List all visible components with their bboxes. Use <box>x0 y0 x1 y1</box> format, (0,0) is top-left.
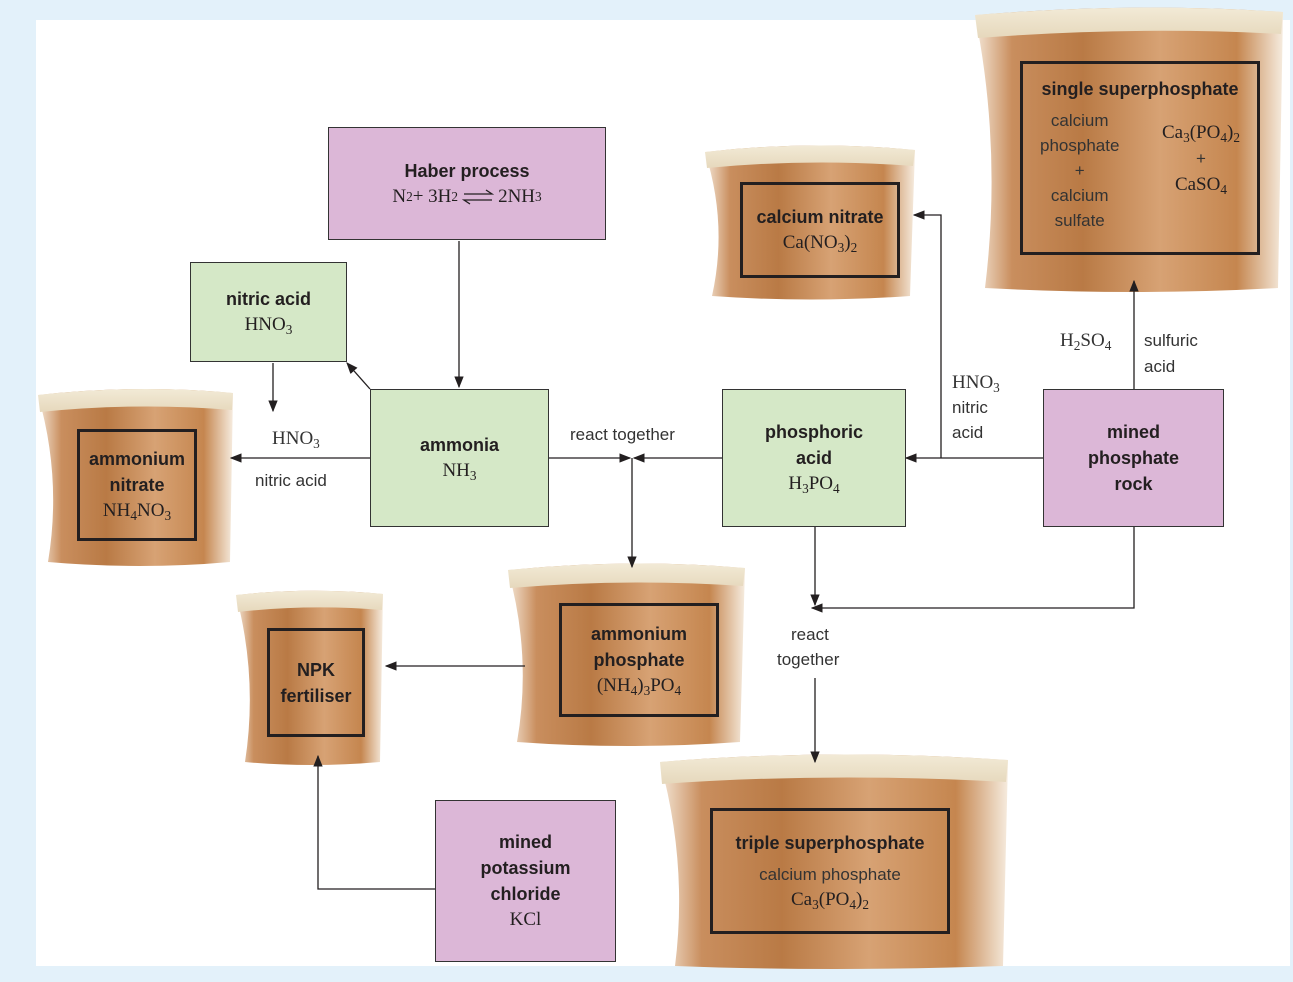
phosphoric-acid-title-1: phosphoric <box>765 422 863 442</box>
single-super-formulas: Ca3(PO4)2 + CaSO4 <box>1161 122 1240 197</box>
single-super-title: single superphosphate <box>1041 79 1239 99</box>
kcl-line-3: chloride <box>490 884 561 904</box>
arrow-rock-to-junction2 <box>810 527 1135 613</box>
bag-single-superphosphate <box>975 7 1283 293</box>
ammonium-nitrate-label: ammonium nitrate NH4NO3 <box>77 429 197 541</box>
calcium-nitrate-label: calcium nitrate Ca(NO3)2 <box>740 182 900 278</box>
calcium-nitrate-title: calcium nitrate <box>756 207 884 227</box>
label-nitric-acid-left: nitric acid <box>255 471 327 490</box>
label-together-2: together <box>777 650 840 669</box>
kcl-formula: KCl <box>509 909 542 930</box>
calcium-nitrate-formula: Ca(NO3)2 <box>782 232 858 255</box>
label-hno3-left: HNO3 <box>272 428 320 451</box>
ammonia-box: ammonia NH3 <box>370 389 549 527</box>
phosphoric-acid-title-2: acid <box>795 448 833 468</box>
triple-superphosphate-label: triple superphosphate calcium phosphate … <box>710 808 950 934</box>
bag-ammonium-phosphate <box>508 563 745 746</box>
kcl-line-1: mined <box>498 832 552 852</box>
triple-super-formula: Ca3(PO4)2 <box>790 888 870 912</box>
triple-super-title: triple superphosphate <box>735 832 925 853</box>
ammonia-title: ammonia <box>419 435 500 455</box>
arrow-to-calcium-nitrate <box>912 210 942 458</box>
ammonia-formula: NH3 <box>442 460 477 483</box>
ammonium-nitrate-line-2: nitrate <box>109 475 165 495</box>
ammonium-phosphate-line-2: phosphate <box>593 650 685 670</box>
ammonium-nitrate-formula: NH4NO3 <box>102 500 172 523</box>
ammonium-phosphate-formula: (NH4)3PO4 <box>596 675 682 698</box>
mined-potassium-chloride-box: mined potassium chloride KCl <box>435 800 616 962</box>
kcl-line-2: potassium <box>480 858 571 878</box>
npk-fertiliser-label: NPK fertiliser <box>267 628 365 737</box>
rock-line-3: rock <box>1114 474 1153 494</box>
rock-line-2: phosphate <box>1087 448 1179 468</box>
ammonium-phosphate-label: ammonium phosphate (NH4)3PO4 <box>559 603 719 717</box>
ammonium-nitrate-line-1: ammonium <box>88 449 185 469</box>
phosphoric-acid-formula: H3PO4 <box>788 473 840 496</box>
label-acid-right: acid <box>952 423 984 442</box>
mined-phosphate-rock-box: mined phosphate rock <box>1043 389 1224 527</box>
equilibrium-arrows-icon <box>462 188 495 205</box>
haber-title: Haber process <box>404 160 530 181</box>
npk-line-2: fertiliser <box>280 685 352 706</box>
label-h2so4: H2SO4 <box>1060 330 1112 353</box>
label-react-2: react <box>791 625 829 644</box>
nitric-acid-formula: HNO3 <box>244 314 293 337</box>
npk-line-1: NPK <box>296 659 335 680</box>
bag-npk <box>236 590 383 765</box>
ammonium-phosphate-line-1: ammonium <box>590 624 687 644</box>
label-hno3-right: HNO3 <box>952 372 1000 395</box>
label-nitric-right: nitric <box>952 398 988 417</box>
rock-line-1: mined <box>1106 422 1160 442</box>
nitric-acid-box: nitric acid HNO3 <box>190 262 347 362</box>
triple-super-name: calcium phosphate <box>759 864 901 884</box>
nitric-acid-title: nitric acid <box>225 289 312 309</box>
arrow-ammonia-to-nitric-acid <box>346 362 371 390</box>
label-acid-sulfuric: acid <box>1144 357 1176 376</box>
label-sulfuric: sulfuric <box>1144 331 1198 350</box>
bag-ammonium-nitrate <box>38 388 233 566</box>
label-react-together: react together <box>570 425 675 444</box>
arrow-kcl-to-npk <box>313 754 435 890</box>
phosphoric-acid-box: phosphoric acid H3PO4 <box>722 389 906 527</box>
